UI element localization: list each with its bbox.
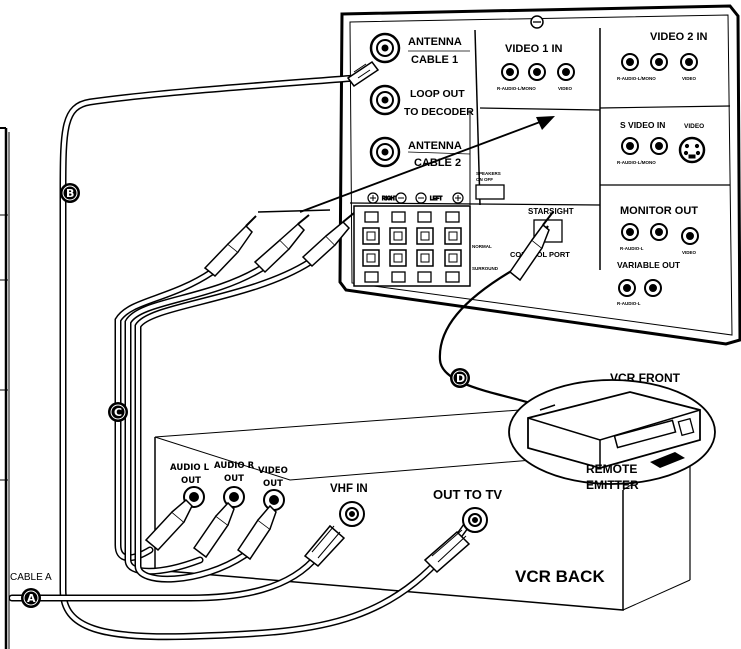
svg-text:A: A <box>27 592 36 605</box>
cable-c-bottom-plugs <box>144 498 277 561</box>
vhf-in-label: VHF IN <box>330 483 368 495</box>
cable-a-label: CABLE A <box>10 572 52 583</box>
variable-out-jacks <box>618 279 662 297</box>
svg-text:C: C <box>114 406 122 419</box>
badge-c: C <box>108 402 128 422</box>
speaker-terminals: RIGHT LEFT <box>353 192 471 287</box>
cable-a-f-connector <box>303 524 346 568</box>
loop-out-jack <box>369 84 401 116</box>
tv-side-edge <box>0 127 10 649</box>
s-video-audio-sub: R-AUDIO-L/MONO <box>617 160 656 165</box>
video-2-audio-sub: R-AUDIO-L/MONO <box>617 76 656 81</box>
video-1-in-jacks <box>501 63 575 81</box>
out-to-tv-label: OUT TO TV <box>433 487 502 502</box>
cable-d-mini-plug <box>508 211 554 282</box>
video-1-video-sub: VIDEO <box>558 86 573 91</box>
monitor-out-video-sub: VIDEO <box>682 250 697 255</box>
svg-text:B: B <box>66 187 74 200</box>
terminal-mark-left: LEFT <box>430 196 442 202</box>
cable-d <box>438 225 549 411</box>
monitor-out-label: MONITOR OUT <box>620 205 698 217</box>
cable-b-bottom-f-connector <box>423 529 471 574</box>
antenna-cable-1-jack <box>369 32 401 64</box>
video-1-in-label: VIDEO 1 IN <box>505 43 563 55</box>
vcr-front-callout <box>508 379 716 485</box>
vhf-in-jack <box>339 501 365 527</box>
monitor-out-audio-sub: R-AUDIO-L <box>620 246 644 251</box>
badge-b: B <box>60 183 80 203</box>
surround-label: SURROUND <box>472 266 499 271</box>
badge-a: A <box>21 588 41 608</box>
cable-a <box>8 551 322 602</box>
starsight-label: STARSIGHT <box>528 207 574 216</box>
video-2-video-sub: VIDEO <box>682 76 697 81</box>
speakers-switch <box>475 184 505 200</box>
badge-d: D <box>450 368 470 388</box>
s-video-jacks <box>621 137 668 155</box>
cable-b-f-connector <box>346 60 380 88</box>
antenna-cable-2-jack <box>369 136 401 168</box>
connection-arrow <box>257 116 555 213</box>
monitor-out-jacks <box>621 223 699 245</box>
video-2-in-label: VIDEO 2 IN <box>650 31 708 43</box>
control-port-label: CONTROL PORT <box>510 250 570 259</box>
variable-out-label: VARIABLE OUT <box>617 260 681 270</box>
out-to-tv-jack <box>462 507 488 533</box>
vcr-back-label: VCR BACK <box>515 567 605 586</box>
cable-c <box>114 258 314 583</box>
svg-text:D: D <box>456 372 465 385</box>
s-video-in-label: S VIDEO IN <box>620 120 665 130</box>
video-1-audio-sub: R-AUDIO-L/MONO <box>497 86 536 91</box>
normal-label: NORMAL <box>472 244 492 249</box>
s-video-video-label: VIDEO <box>684 123 704 130</box>
cable-c-top-plugs <box>203 212 355 278</box>
terminal-mark-right: RIGHT <box>382 196 398 202</box>
s-video-socket-icon <box>678 136 706 164</box>
variable-out-audio-sub: R-AUDIO-L <box>617 301 641 306</box>
video-2-in-jacks <box>621 53 698 71</box>
